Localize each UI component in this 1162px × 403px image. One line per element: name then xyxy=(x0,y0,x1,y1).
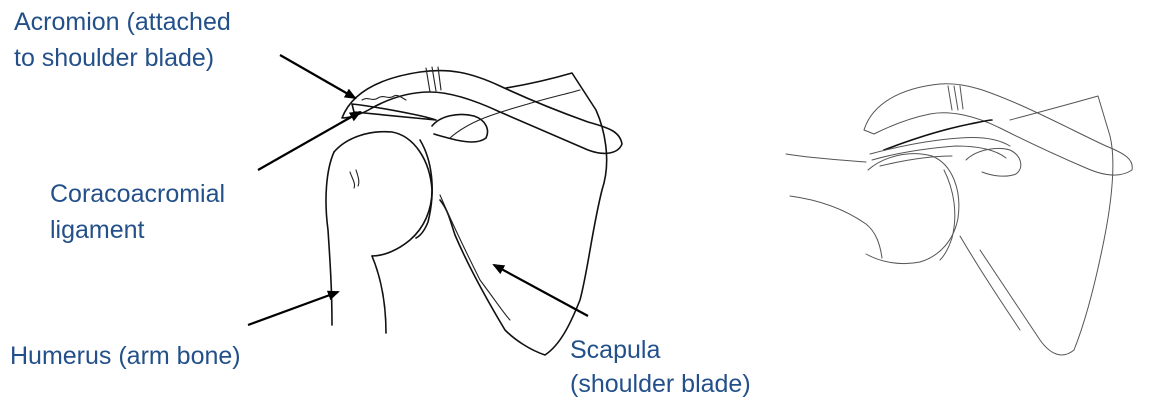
right-soft-tissue xyxy=(870,137,1010,166)
coracoacromial-label-line2: ligament xyxy=(50,214,145,246)
right-arm-outline xyxy=(786,154,882,258)
right-acromion-joint-marks xyxy=(948,86,963,110)
humerus-shaft-left xyxy=(326,152,334,325)
right-shoulder-drawing xyxy=(786,84,1132,355)
scapula-inner-line xyxy=(440,195,510,320)
acromion-arrow xyxy=(280,55,355,98)
right-coracoid xyxy=(966,148,1021,176)
ligament-fibers xyxy=(362,95,406,100)
tuberosity-mark xyxy=(350,170,359,188)
coracoacromial-label-line1: Coracoacromial xyxy=(50,178,225,210)
scapula-arrow xyxy=(494,265,588,316)
humerus-shaft-right xyxy=(372,256,386,333)
right-scapula-outline xyxy=(980,96,1113,355)
ligament-arrow xyxy=(258,112,360,170)
right-ligament xyxy=(884,120,992,150)
humerus-label: Humerus (arm bone) xyxy=(10,340,241,372)
coracoid-process xyxy=(432,114,488,142)
scapula-label-line2: (shoulder blade) xyxy=(570,368,751,400)
pointer-arrows xyxy=(248,55,588,325)
humerus-arrow xyxy=(248,292,338,325)
scapula-spine xyxy=(450,90,580,138)
acromion-label-line1: Acromion (attached xyxy=(14,6,231,38)
left-shoulder-drawing xyxy=(326,67,622,355)
right-scapula-inner xyxy=(960,236,1020,330)
right-glenoid xyxy=(940,170,955,260)
scapula-label-line1: Scapula xyxy=(570,334,660,366)
acromion-label-line2: to shoulder blade) xyxy=(14,42,214,74)
